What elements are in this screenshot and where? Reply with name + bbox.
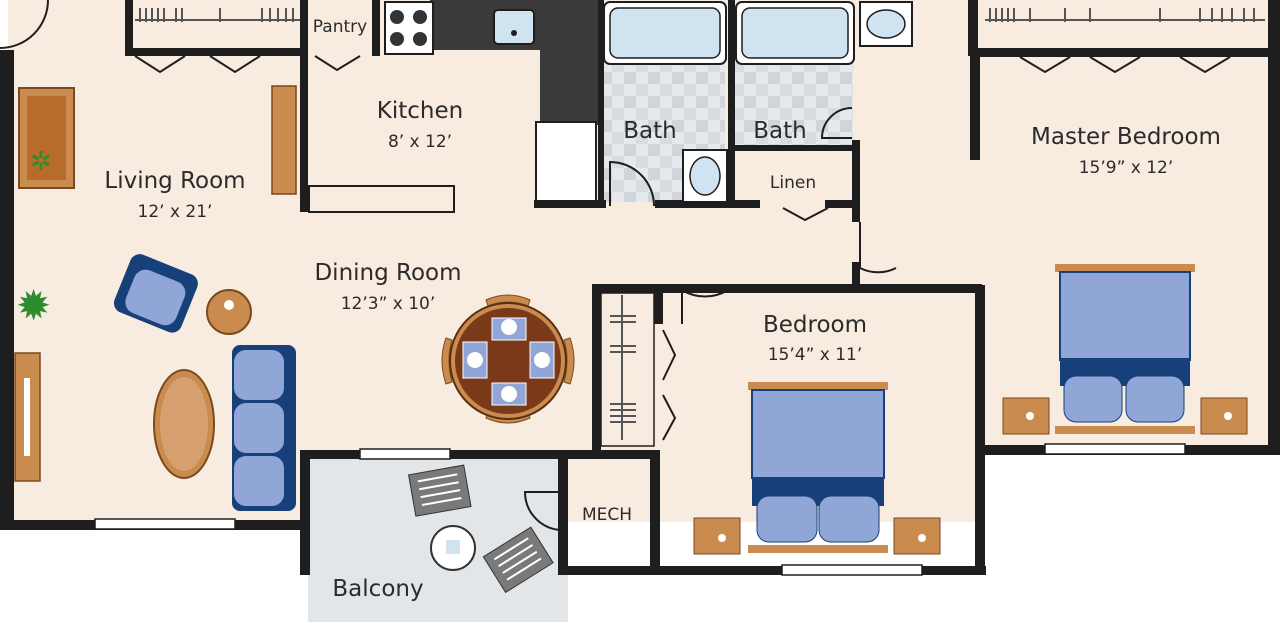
bedroom-label: Bedroom	[763, 312, 867, 338]
master-bed-icon	[1002, 264, 1248, 435]
bath-tile-floor-2	[735, 62, 853, 147]
master-door-icon	[859, 222, 897, 274]
linen-door-icon	[782, 207, 829, 222]
kitchen-label: Kitchen	[377, 98, 463, 124]
master-bedroom-label: Master Bedroom	[1031, 124, 1221, 150]
bedroom-bed-icon	[693, 382, 941, 555]
bedroom-closet-door-icon	[662, 329, 677, 441]
dining-room-dims: 12’3” x 10’	[341, 294, 436, 314]
bath-fixtures	[603, 1, 913, 203]
plant-icon-2: ✹	[16, 282, 51, 329]
bedroom-door-icon	[681, 288, 729, 324]
white-cutout-bottom-left	[0, 522, 310, 623]
armchair-icon	[113, 254, 198, 333]
mech-door-icon	[523, 491, 563, 531]
kitchen-bar-counter	[308, 185, 455, 213]
side-table-icon	[206, 289, 252, 335]
bath-door-icon	[609, 160, 655, 207]
bedroom-closet	[600, 292, 655, 447]
closet-hangers	[135, 8, 1265, 440]
living-room-furniture: ✲ ✹	[14, 85, 297, 511]
sofa-icon	[232, 345, 296, 511]
console-table	[271, 85, 297, 195]
room-labels: Pantry Kitchen 8’ x 12’ Bath Bath Linen …	[104, 17, 1221, 602]
linen-label: Linen	[770, 173, 816, 193]
kitchen-counter-dark-side	[540, 0, 598, 125]
balcony-label: Balcony	[332, 576, 423, 602]
dining-table-icon	[441, 294, 575, 424]
windows	[94, 443, 1186, 576]
kitchen-sink-icon	[493, 9, 535, 45]
living-room-label: Living Room	[104, 168, 245, 194]
pantry-label: Pantry	[313, 17, 367, 37]
balcony-furniture	[407, 464, 554, 594]
dining-room-label: Dining Room	[314, 260, 461, 286]
bedroom-dims: 15’4” x 11’	[768, 345, 863, 365]
stove-icon	[384, 1, 434, 55]
bath2-door-icon	[820, 107, 853, 139]
walls	[0, 0, 1280, 575]
plant-icon: ✲	[30, 146, 52, 176]
master-bedroom-dims: 15’9” x 12’	[1079, 158, 1174, 178]
doors	[0, 0, 1231, 531]
nightstand-icon	[693, 517, 741, 555]
white-cutout-bottom-right	[985, 452, 1280, 623]
kitchen-fixtures	[384, 1, 535, 55]
closet-door-icon-2	[1019, 56, 1231, 74]
nightstand-icon-2	[893, 517, 941, 555]
bath1-label: Bath	[623, 118, 676, 144]
entry-door-icon	[0, 0, 49, 49]
mech-label: MECH	[582, 505, 632, 525]
nightstand-icon-4	[1200, 397, 1248, 435]
fridge	[535, 121, 597, 205]
living-room-dims: 12’ x 21’	[138, 202, 213, 222]
closet-door-icon-1	[134, 55, 261, 74]
pantry-door-icon	[314, 55, 361, 72]
bath2-label: Bath	[753, 118, 806, 144]
kitchen-dims: 8’ x 12’	[388, 132, 452, 152]
